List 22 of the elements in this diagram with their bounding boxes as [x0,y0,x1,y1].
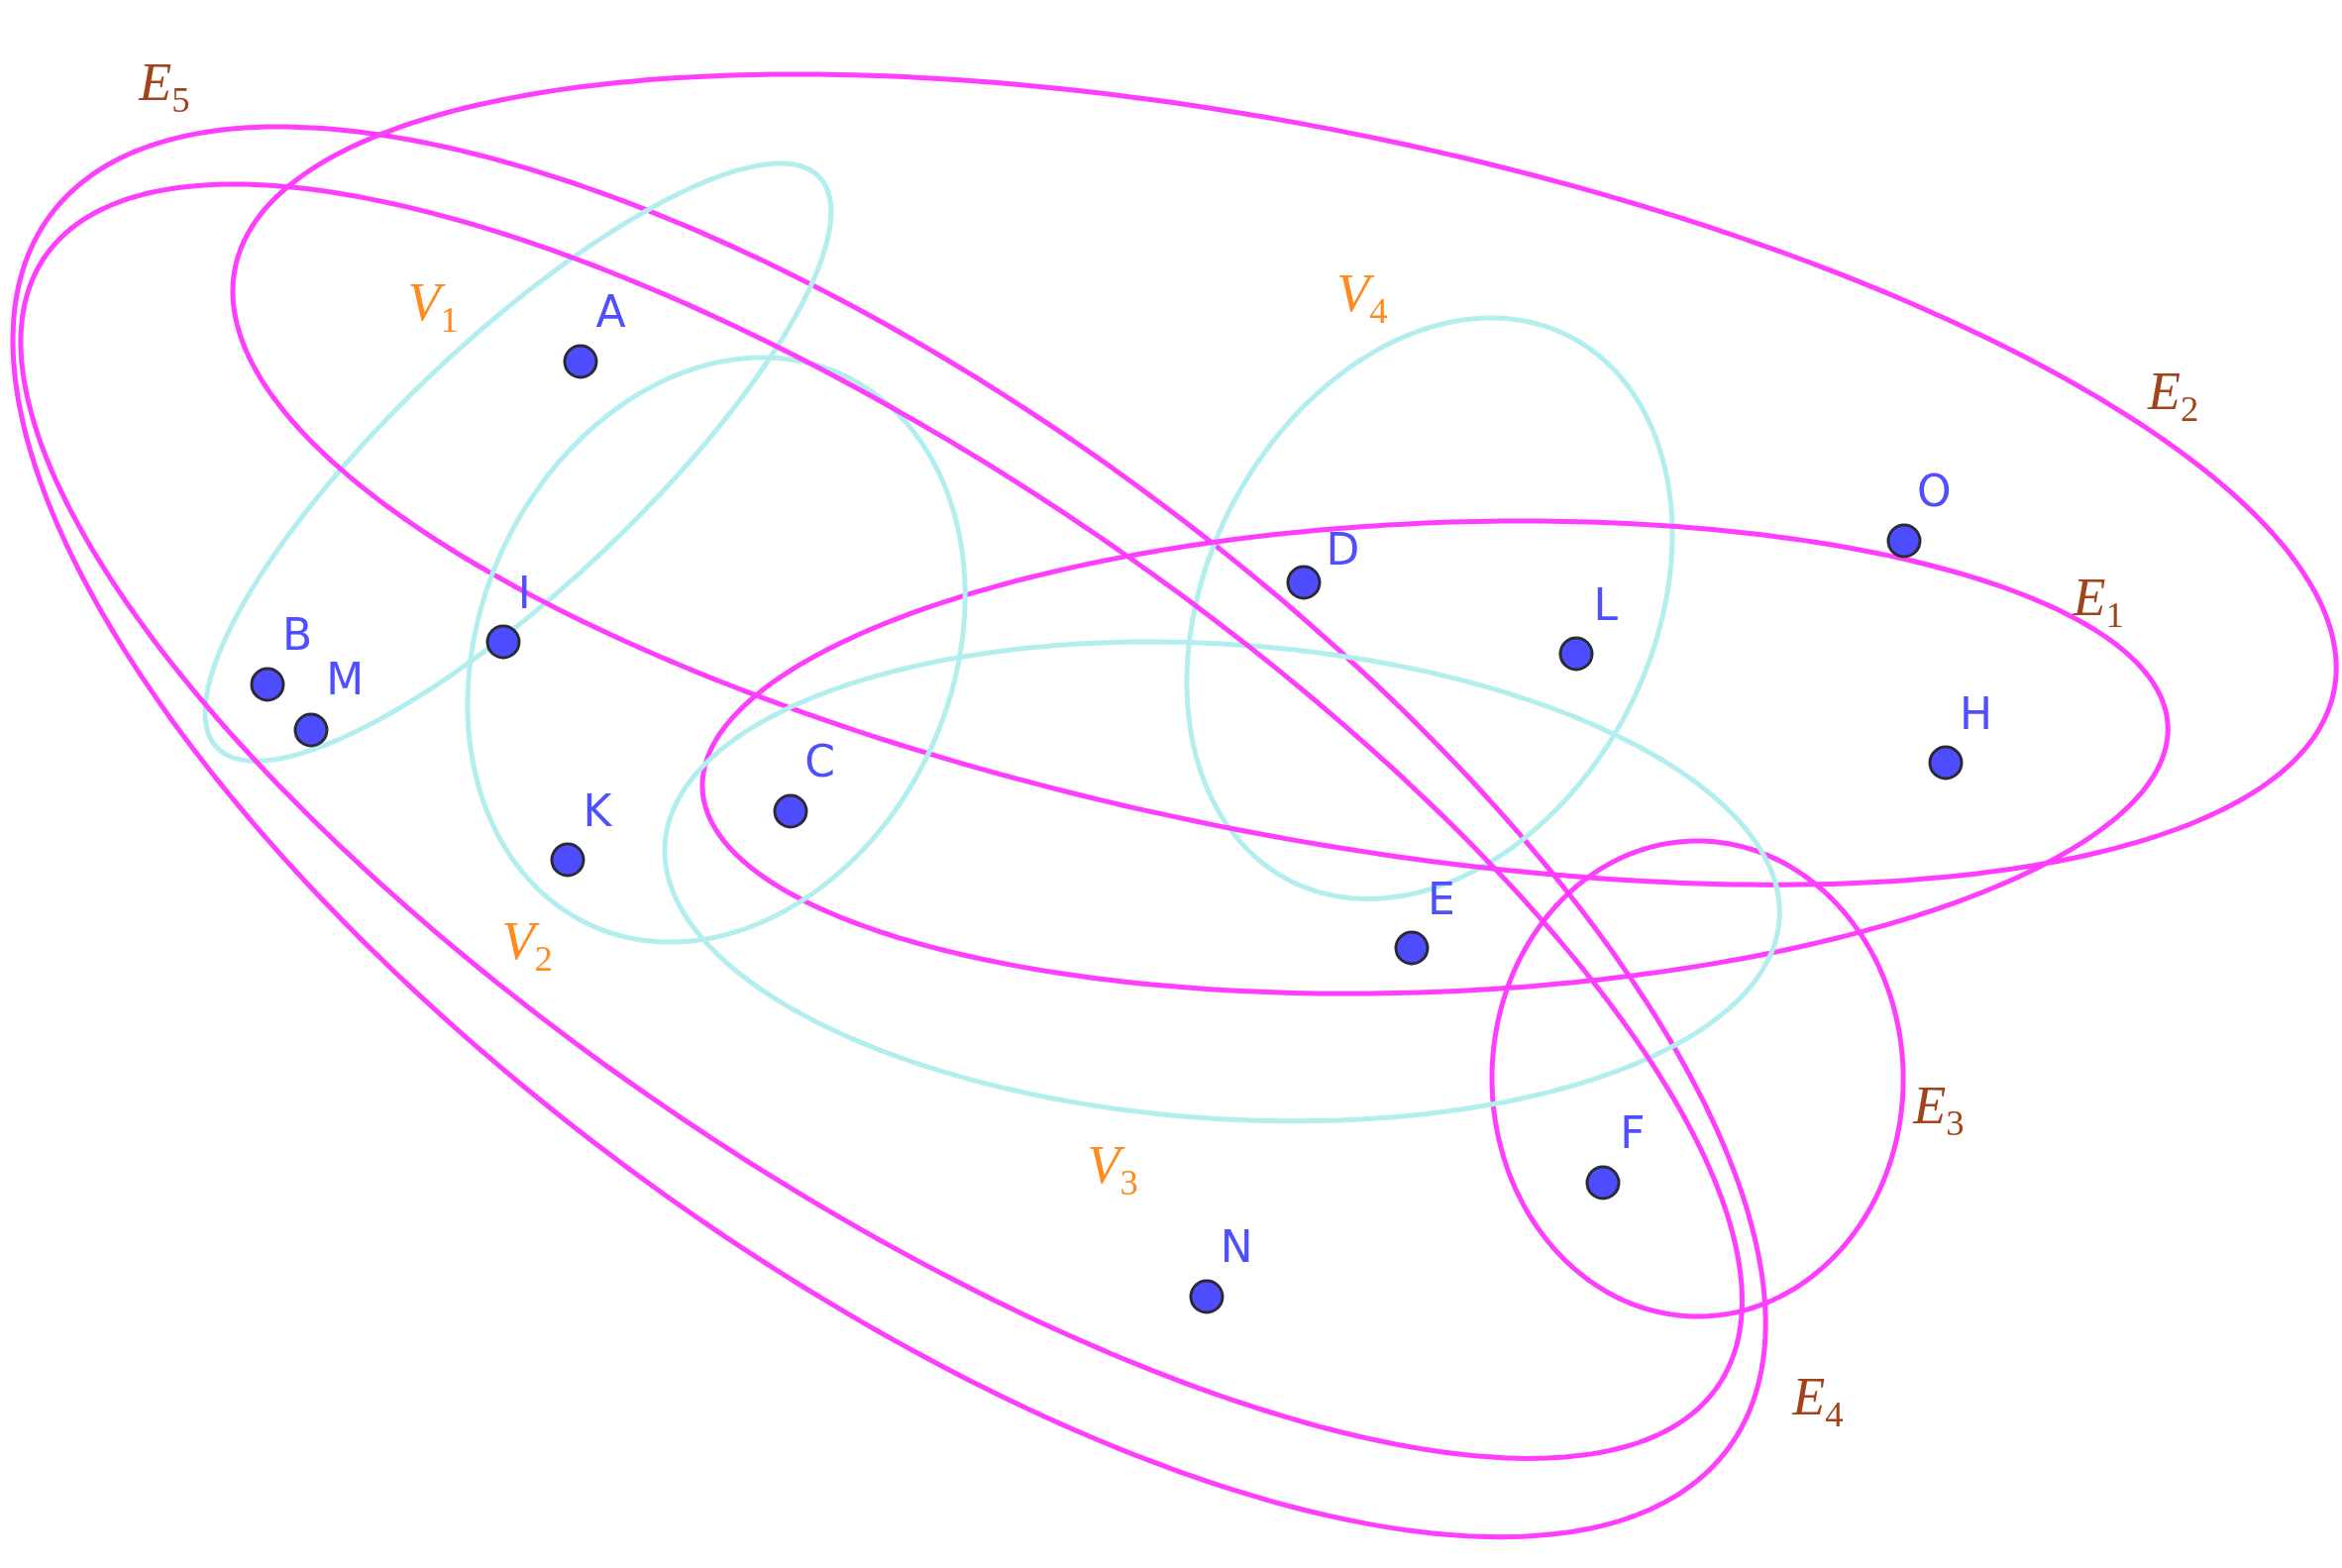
point-label: F [1620,1111,1646,1156]
point-label: C [804,739,836,784]
point-label: E [1427,877,1455,921]
ellipse-label: E$_{3}$ [1911,1076,1966,1134]
point-label: I [517,571,531,615]
point-label: A [595,290,626,335]
point-label: H [1960,691,1993,736]
point-label: D [1326,527,1360,572]
point-label: K [583,788,612,833]
point-label: B [281,612,313,657]
ellipse-label: V$_{1}$ [406,272,460,331]
ellipse-label: E$_{1}$ [2072,569,2125,627]
point-label: N [1220,1224,1253,1269]
ellipse-label: V$_{4}$ [1335,263,1389,322]
ellipse-label: V$_{2}$ [500,911,554,970]
point-label: M [326,657,365,701]
ellipse-label: E$_{2}$ [2146,363,2200,420]
ellipse-label: V$_{3}$ [1086,1135,1139,1194]
point-label: O [1917,470,1952,513]
point-label: L [1593,582,1618,627]
ellipse-label: E$_{5}$ [137,52,191,111]
ellipse-label: E$_{4}$ [1790,1367,1845,1425]
